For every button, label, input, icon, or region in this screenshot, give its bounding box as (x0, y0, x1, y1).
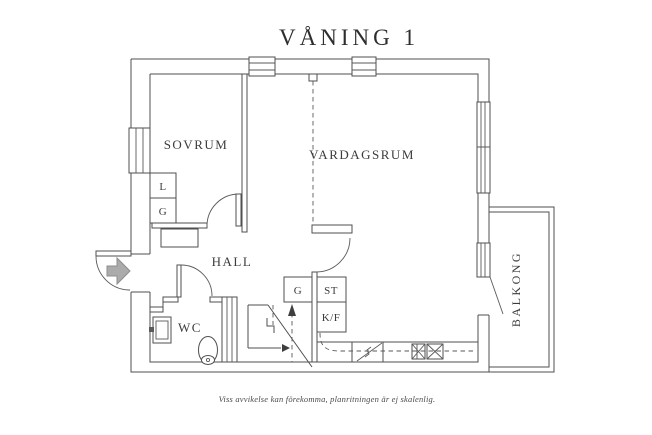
wc-north-wall-step (149, 306, 164, 313)
door-swing-arc (180, 264, 213, 297)
interior-walls (149, 73, 318, 363)
door-entrance (95, 250, 132, 291)
sink-icon (149, 316, 172, 344)
closet-boxes (149, 172, 347, 333)
stove-icon (411, 343, 444, 360)
stair-right-arrow-icon (282, 344, 290, 352)
closet-label-fridge-freezer: K/F (322, 312, 341, 324)
wall-opening-caps (131, 253, 489, 316)
closet-wardrobe-bedroom-box (149, 197, 177, 224)
door-leaf (95, 250, 132, 257)
door-leaf (489, 276, 504, 315)
stair-up-arrow-icon (288, 304, 296, 316)
stair-walk-line (272, 305, 293, 362)
bedroom-south-wall (151, 222, 208, 229)
wc-north-wall-left (162, 296, 179, 303)
hall-shelf (160, 228, 199, 248)
top-wall-stub (308, 73, 318, 82)
door-wc (176, 264, 213, 298)
entrance-arrow-icon (106, 256, 131, 286)
window-symbol-right-upper (476, 101, 491, 194)
door-leaf (176, 264, 182, 298)
bedroom-east-wall (241, 73, 248, 233)
staircase (247, 304, 313, 368)
room-label-hall: HALL (212, 254, 253, 269)
fridge-freezer-box (316, 301, 347, 333)
room-label-wc: WC (178, 320, 202, 335)
door-swing-arc (206, 193, 240, 227)
room-label-balcony: BALKONG (509, 251, 523, 327)
overhead-cabinet-dashed-line (319, 332, 473, 352)
door-hall-kitchen (311, 224, 353, 273)
door-swing-arc (95, 255, 131, 291)
closet-label-wardrobe-hall: G (294, 285, 302, 297)
toilet-icon (198, 336, 218, 365)
kitchen-counter (317, 332, 478, 362)
window-symbol-top-1 (248, 56, 276, 77)
disclaimer-text: Viss avvikelse kan förekomma, planritnin… (219, 394, 436, 404)
window-symbol-right-lower (476, 242, 491, 278)
closet-label-wardrobe-bedroom: G (159, 206, 167, 218)
page-title: VÅNING 1 (279, 25, 419, 50)
door-leaf (235, 193, 242, 227)
dishwasher-icon (356, 342, 383, 362)
window-symbol-left (128, 127, 151, 174)
room-label-bedroom: SOVRUM (164, 137, 229, 152)
closet-wardrobe-hall-box (283, 276, 313, 303)
window-symbol-top-2 (351, 56, 377, 77)
balcony-outline (489, 206, 555, 373)
door-bedroom (206, 193, 242, 227)
door-balcony (489, 276, 504, 315)
door-leaf (311, 224, 353, 234)
room-label-living: VARDAGSRUM (309, 147, 415, 162)
wc-north-wall-right (209, 296, 223, 303)
door-swing-arc (315, 237, 351, 273)
kitchen-mid-wall (311, 271, 318, 363)
closet-label-cleaning: ST (324, 285, 338, 297)
wc-east-wall (221, 296, 238, 363)
closet-label-linen: L (159, 181, 166, 193)
